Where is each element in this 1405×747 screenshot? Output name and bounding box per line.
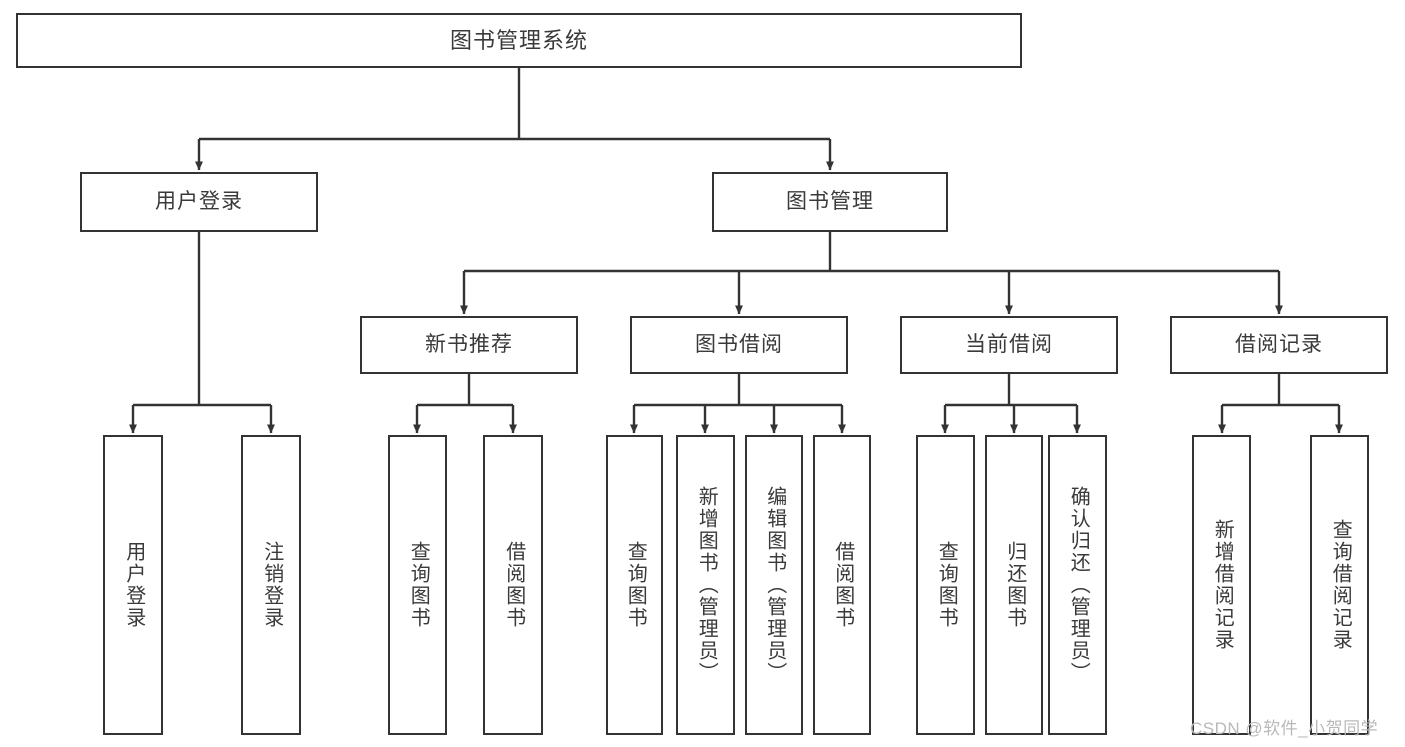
node-leaf-currentborrow-query-book[interactable]: 查询图书 xyxy=(916,435,975,735)
node-leaf-bookborrow-query-book[interactable]: 查询图书 xyxy=(606,435,663,735)
node-label: 借阅图书 xyxy=(831,541,854,629)
node-leaf-currentborrow-confirm-return-admin[interactable]: 确认归还（管理员） xyxy=(1048,435,1107,735)
node-leaf-newbook-query-book[interactable]: 查询图书 xyxy=(388,435,447,735)
node-label: 用户登录 xyxy=(122,541,145,629)
node-book-management[interactable]: 图书管理 xyxy=(712,172,948,232)
node-label: 新增借阅记录 xyxy=(1211,519,1234,651)
node-label: 借阅记录 xyxy=(1235,332,1323,356)
node-label: 图书借阅 xyxy=(695,332,783,356)
node-label: 图书管理 xyxy=(786,189,874,213)
node-user-login[interactable]: 用户登录 xyxy=(80,172,318,232)
node-label: 图书管理系统 xyxy=(449,27,588,53)
node-label: 确认归还（管理员） xyxy=(1067,486,1090,684)
node-borrow-record[interactable]: 借阅记录 xyxy=(1170,316,1388,374)
node-leaf-newbook-borrow-book[interactable]: 借阅图书 xyxy=(483,435,543,735)
node-label: 新增图书（管理员） xyxy=(695,486,718,684)
node-label: 编辑图书（管理员） xyxy=(763,486,786,684)
node-label: 借阅图书 xyxy=(502,541,525,629)
node-leaf-bookborrow-add-book-admin[interactable]: 新增图书（管理员） xyxy=(676,435,735,735)
node-label: 查询图书 xyxy=(624,541,647,629)
node-root-system[interactable]: 图书管理系统 xyxy=(16,13,1022,68)
node-new-book-recommend[interactable]: 新书推荐 xyxy=(360,316,578,374)
node-leaf-bookborrow-borrow-book[interactable]: 借阅图书 xyxy=(813,435,871,735)
node-label: 查询借阅记录 xyxy=(1329,519,1352,651)
node-label: 归还图书 xyxy=(1003,541,1026,629)
node-leaf-user-login[interactable]: 用户登录 xyxy=(103,435,163,735)
node-leaf-borrowrecord-add-record[interactable]: 新增借阅记录 xyxy=(1192,435,1251,735)
node-leaf-borrowrecord-query-record[interactable]: 查询借阅记录 xyxy=(1310,435,1369,735)
node-label: 用户登录 xyxy=(155,189,243,213)
csdn-watermark: CSDN @软件_小贺同学 xyxy=(1190,719,1379,738)
node-label: 查询图书 xyxy=(407,541,430,629)
node-label: 注销登录 xyxy=(260,541,283,629)
node-leaf-logout[interactable]: 注销登录 xyxy=(241,435,301,735)
node-book-borrow[interactable]: 图书借阅 xyxy=(630,316,848,374)
node-current-borrow[interactable]: 当前借阅 xyxy=(900,316,1118,374)
node-leaf-currentborrow-return-book[interactable]: 归还图书 xyxy=(985,435,1043,735)
node-leaf-bookborrow-edit-book-admin[interactable]: 编辑图书（管理员） xyxy=(745,435,803,735)
node-label: 当前借阅 xyxy=(965,332,1053,356)
node-label: 新书推荐 xyxy=(425,332,513,356)
node-label: 查询图书 xyxy=(935,541,958,629)
